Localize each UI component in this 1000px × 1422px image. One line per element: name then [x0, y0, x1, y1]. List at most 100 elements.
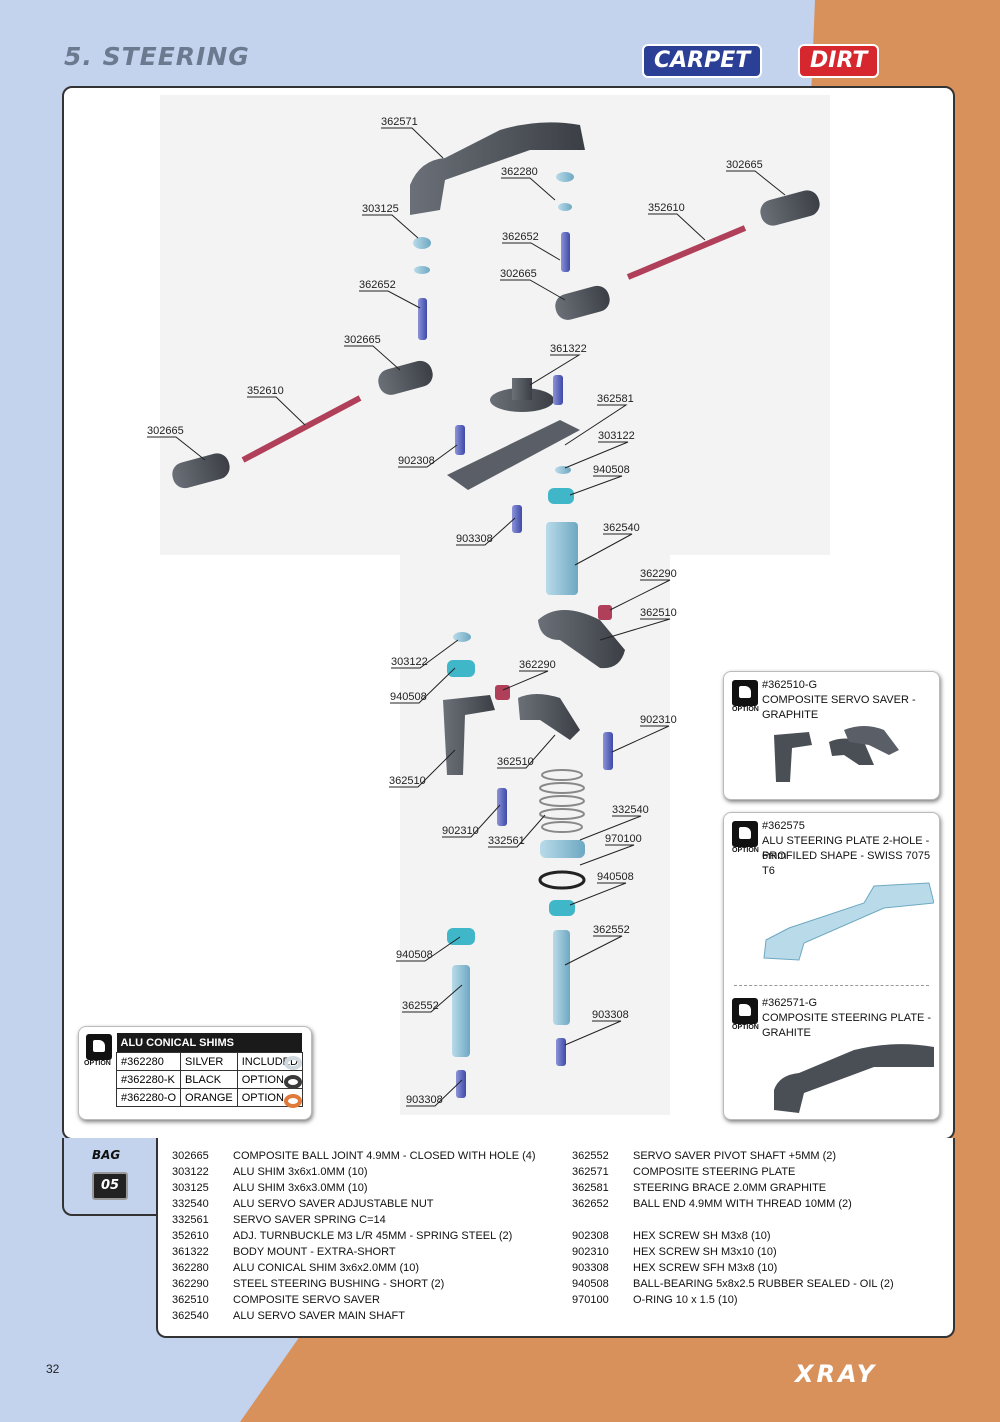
diagram-label: 303122	[391, 656, 428, 668]
option-desc: COMPOSITE STEERING PLATE - GRAHITE	[762, 1012, 932, 1039]
bag-number: 05	[92, 1172, 128, 1200]
diagram-label: 362540	[603, 522, 640, 534]
diagram-label: 362652	[502, 231, 539, 243]
option-code: #362510-G	[762, 679, 818, 691]
option-word: OPTION	[84, 1060, 111, 1067]
diagram-label: 903308	[456, 533, 493, 545]
diagram-label: 902310	[640, 714, 677, 726]
option-box-servo-saver: OPTION #362510-G COMPOSITE SERVO SAVER -…	[723, 671, 940, 800]
diagram-label: 970100	[605, 833, 642, 845]
list-item	[572, 1212, 894, 1228]
shim-code: #362280-O	[115, 1088, 182, 1107]
diagram-label: 361322	[550, 343, 587, 355]
diagram-label: 362510	[389, 775, 426, 787]
option-box-steering-plate: OPTION #362575 ALU STEERING PLATE 2-HOLE…	[723, 812, 940, 1120]
diagram-label: 362290	[640, 568, 677, 580]
option-desc: ALU STEERING PLATE 2-HOLE - 6mm	[762, 835, 930, 862]
shim-code: #362280	[115, 1052, 182, 1071]
servo-saver-image	[774, 726, 899, 782]
diagram-label: 940508	[593, 464, 630, 476]
diagram-label: 332540	[612, 804, 649, 816]
thumbs-up-icon	[732, 680, 758, 706]
dirt-badge: DIRT	[798, 44, 880, 78]
carpet-badge: CARPET	[642, 44, 763, 78]
alu-steering-plate-image	[763, 882, 934, 961]
diagram-label: 302665	[500, 268, 537, 280]
diagram-label: 352610	[247, 385, 284, 397]
page-title: 5. STEERING	[64, 42, 250, 71]
divider	[734, 985, 929, 986]
option-desc-2: PROFILED SHAPE - SWISS 7075 T6	[762, 850, 931, 877]
shims-table: ALU CONICAL SHIMS #362280 SILVER INCLUDE…	[115, 1033, 303, 1107]
xray-logo: XRAY	[795, 1360, 878, 1388]
diagram-label: 302665	[147, 425, 184, 437]
shim-color: SILVER	[180, 1052, 238, 1071]
shim-color: BLACK	[180, 1070, 238, 1089]
exploded-diagram: 362571 362280 302665 303125 352610 36265…	[147, 95, 830, 1115]
diagram-label: 940508	[390, 691, 427, 703]
diagram-label: 362571	[381, 116, 418, 128]
diagram-label: 303125	[362, 203, 399, 215]
option-word: OPTION	[732, 1024, 759, 1031]
thumbs-up-icon	[86, 1034, 112, 1060]
shim-code: #362280-K	[115, 1070, 182, 1089]
diagram-label: 362290	[519, 659, 556, 671]
option-word: OPTION	[732, 847, 759, 854]
bag-label: BAG	[92, 1148, 121, 1162]
diagram-label: 940508	[396, 949, 433, 961]
option-word: OPTION	[732, 706, 759, 713]
diagram-label: 303122	[598, 430, 635, 442]
diagram-label: 302665	[344, 334, 381, 346]
thumbs-up-icon	[732, 821, 758, 847]
table-row: #362280-O ORANGE OPTION	[115, 1088, 303, 1107]
table-row: #362280-K BLACK OPTION	[115, 1070, 303, 1089]
option-desc: COMPOSITE SERVO SAVER - GRAPHITE	[762, 694, 916, 721]
shim-swatches	[284, 1056, 302, 1108]
diagram-label: 362652	[359, 279, 396, 291]
diagram-label: 332561	[488, 835, 525, 847]
diagram-label: 362510	[497, 756, 534, 768]
diagram-label: 362552	[402, 1000, 439, 1012]
page-number: 32	[46, 1362, 60, 1376]
diagram-label: 362280	[501, 166, 538, 178]
shim-color: ORANGE	[180, 1088, 238, 1107]
parts-list-panel	[156, 1138, 955, 1338]
diagram-label: 352610	[648, 202, 685, 214]
table-row: #362280 SILVER INCLUDED	[115, 1052, 303, 1071]
diagram-label: 902310	[442, 825, 479, 837]
diagram-label: 903308	[406, 1094, 443, 1106]
composite-steering-plate-image	[774, 1044, 934, 1113]
option-code: #362575	[762, 820, 805, 832]
diagram-label: 940508	[597, 871, 634, 883]
diagram-label: 362510	[640, 607, 677, 619]
diagram-label: 302665	[726, 159, 763, 171]
diagram-label: 902308	[398, 455, 435, 467]
thumbs-up-icon	[732, 998, 758, 1024]
diagram-label: 362581	[597, 393, 634, 405]
option-code: #362571-G	[762, 997, 818, 1009]
shims-title: ALU CONICAL SHIMS	[116, 1033, 303, 1053]
diagram-label: 903308	[592, 1009, 629, 1021]
diagram-label: 362552	[593, 924, 630, 936]
